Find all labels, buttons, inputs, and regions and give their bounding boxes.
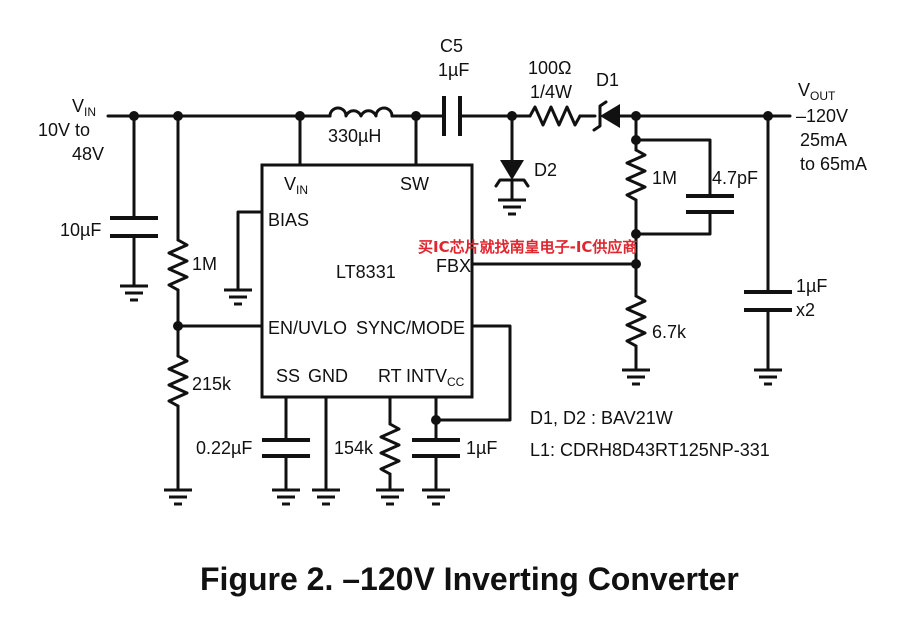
junction-dots — [129, 111, 773, 425]
ground-icon — [420, 488, 452, 506]
svg-text:BIAS: BIAS — [268, 210, 309, 230]
svg-text:0.22µF: 0.22µF — [196, 438, 252, 458]
svg-text:D2: D2 — [534, 160, 557, 180]
svg-text:D1, D2 : BAV21W: D1, D2 : BAV21W — [530, 408, 673, 428]
series-resistor: 100Ω 1/4W — [528, 58, 582, 127]
svg-text:215k: 215k — [192, 374, 232, 394]
svg-text:10V to: 10V to — [38, 120, 90, 140]
svg-text:330µH: 330µH — [328, 126, 381, 146]
output-capacitor: 1µF x2 — [744, 114, 827, 386]
svg-text:–120V: –120V — [796, 106, 848, 126]
svg-text:SW: SW — [400, 174, 429, 194]
bias-ground — [222, 210, 264, 306]
svg-text:154k: 154k — [334, 438, 374, 458]
figure-caption: Figure 2. –120V Inverting Converter — [200, 561, 739, 597]
svg-text:to 65mA: to 65mA — [800, 154, 867, 174]
feedback-network: 1M 4.7pF 6.7k — [470, 114, 758, 386]
svg-text:48V: 48V — [72, 144, 104, 164]
svg-text:VIN: VIN — [284, 174, 308, 197]
svg-text:L1: CDRH8D43RT125NP-331: L1: CDRH8D43RT125NP-331 — [530, 440, 770, 460]
ground-icon — [752, 368, 784, 386]
ground-icon — [496, 198, 528, 216]
svg-text:1/4W: 1/4W — [530, 82, 572, 102]
svg-text:1µF: 1µF — [796, 276, 827, 296]
svg-text:D1: D1 — [596, 70, 619, 90]
ground-icon — [620, 368, 652, 386]
inductor: 330µH — [328, 106, 394, 146]
svg-text:1M: 1M — [652, 168, 677, 188]
svg-text:GND: GND — [308, 366, 348, 386]
ground-icon — [162, 488, 194, 506]
svg-text:4.7pF: 4.7pF — [712, 168, 758, 188]
diode-d1: D1 — [592, 70, 620, 132]
svg-text:VOUT: VOUT — [798, 80, 836, 103]
svg-text:6.7k: 6.7k — [652, 322, 687, 342]
input-capacitor: 10µF — [60, 114, 158, 302]
svg-text:VIN: VIN — [72, 96, 96, 119]
svg-text:FBX: FBX — [436, 256, 471, 276]
svg-text:1µF: 1µF — [466, 438, 497, 458]
ground-icon — [374, 488, 406, 506]
en-divider: 1M 215k — [162, 114, 264, 506]
svg-text:INTVCC: INTVCC — [406, 366, 465, 389]
svg-text:1µF: 1µF — [438, 60, 469, 80]
diode-d2: D2 — [494, 114, 557, 216]
ground-icon — [222, 288, 254, 306]
intvcc-capacitor: 1µF — [412, 395, 497, 506]
ss-capacitor: 0.22µF — [196, 395, 310, 506]
ground-icon — [118, 284, 150, 302]
ground-icon — [270, 488, 302, 506]
svg-text:EN/UVLO: EN/UVLO — [268, 318, 347, 338]
c5-capacitor: C5 1µF — [438, 36, 469, 136]
ic-lt8331: VIN SW BIAS FBX LT8331 EN/UVLO SYNC/MODE… — [260, 163, 474, 399]
svg-text:SYNC/MODE: SYNC/MODE — [356, 318, 465, 338]
svg-text:LT8331: LT8331 — [336, 262, 396, 282]
part-notes: D1, D2 : BAV21W L1: CDRH8D43RT125NP-331 — [530, 408, 770, 460]
svg-text:x2: x2 — [796, 300, 815, 320]
sync-mode-wire — [434, 324, 512, 422]
ground-icon — [310, 488, 342, 506]
svg-text:100Ω: 100Ω — [528, 58, 572, 78]
vin-label: VIN 10V to 48V — [38, 96, 104, 164]
rt-resistor: 154k — [334, 395, 406, 506]
watermark: 买IC芯片就找南皇电子-IC供应商 — [418, 238, 637, 256]
vout-label: VOUT –120V 25mA to 65mA — [796, 80, 867, 174]
svg-text:10µF: 10µF — [60, 220, 101, 240]
svg-text:C5: C5 — [440, 36, 463, 56]
gnd-pin-wire — [310, 395, 342, 506]
svg-text:25mA: 25mA — [800, 130, 847, 150]
svg-text:1M: 1M — [192, 254, 217, 274]
svg-text:SS: SS — [276, 366, 300, 386]
svg-text:RT: RT — [378, 366, 402, 386]
